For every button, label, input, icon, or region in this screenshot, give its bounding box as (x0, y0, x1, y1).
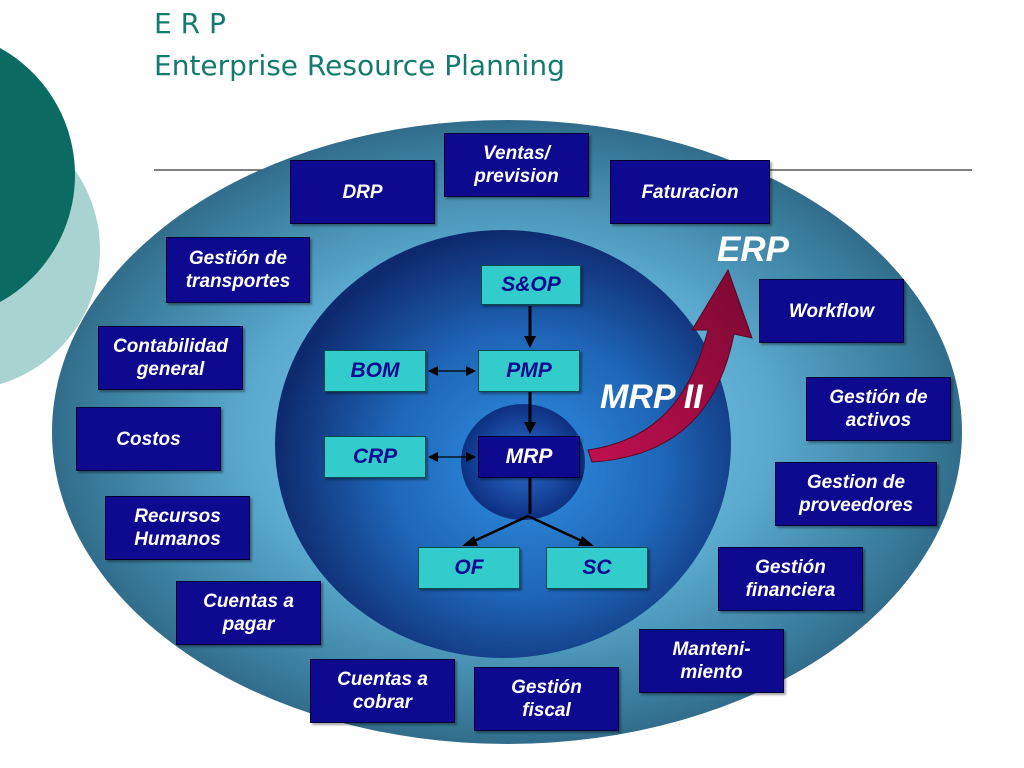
erp-label: ERP (717, 230, 789, 269)
module-drp: DRP (290, 160, 435, 224)
module-gestion-transportes: Gestión de transportes (166, 237, 310, 303)
mrp2-label: MRP II (600, 378, 703, 416)
sop-box: S&OP (481, 265, 581, 305)
module-recursos-humanos: Recursos Humanos (105, 496, 250, 560)
arrow-to-sc (527, 514, 585, 544)
of-box: OF (418, 547, 520, 589)
arrow-to-of (471, 514, 529, 544)
module-cuentas-pagar: Cuentas a pagar (176, 581, 321, 645)
module-cuentas-cobrar: Cuentas a cobrar (310, 659, 455, 723)
module-workflow: Workflow (759, 279, 904, 343)
module-ventas-prevision: Ventas/ prevision (444, 133, 589, 197)
mrp-box: MRP (478, 436, 580, 478)
title-acronym: E R P (154, 7, 226, 40)
module-gestion-financiera: Gestión financiera (718, 547, 863, 611)
pmp-box: PMP (478, 350, 580, 392)
dark-circle-decoration (0, 48, 75, 302)
module-gestion-fiscal: Gestión fiscal (474, 667, 619, 731)
module-contabilidad-general: Contabilidad general (98, 326, 243, 390)
module-costos: Costos (76, 407, 221, 471)
title-full: Enterprise Resource Planning (154, 49, 565, 82)
bom-box: BOM (324, 350, 426, 392)
sc-box: SC (546, 547, 648, 589)
crp-box: CRP (324, 436, 426, 478)
module-gestion-proveedores: Gestion de proveedores (775, 462, 937, 526)
curved-arrow-to-erp (587, 268, 753, 463)
module-mantenimiento: Manteni- miento (639, 629, 784, 693)
module-gestion-activos: Gestión de activos (806, 377, 951, 441)
module-faturacion: Faturacion (610, 160, 770, 224)
